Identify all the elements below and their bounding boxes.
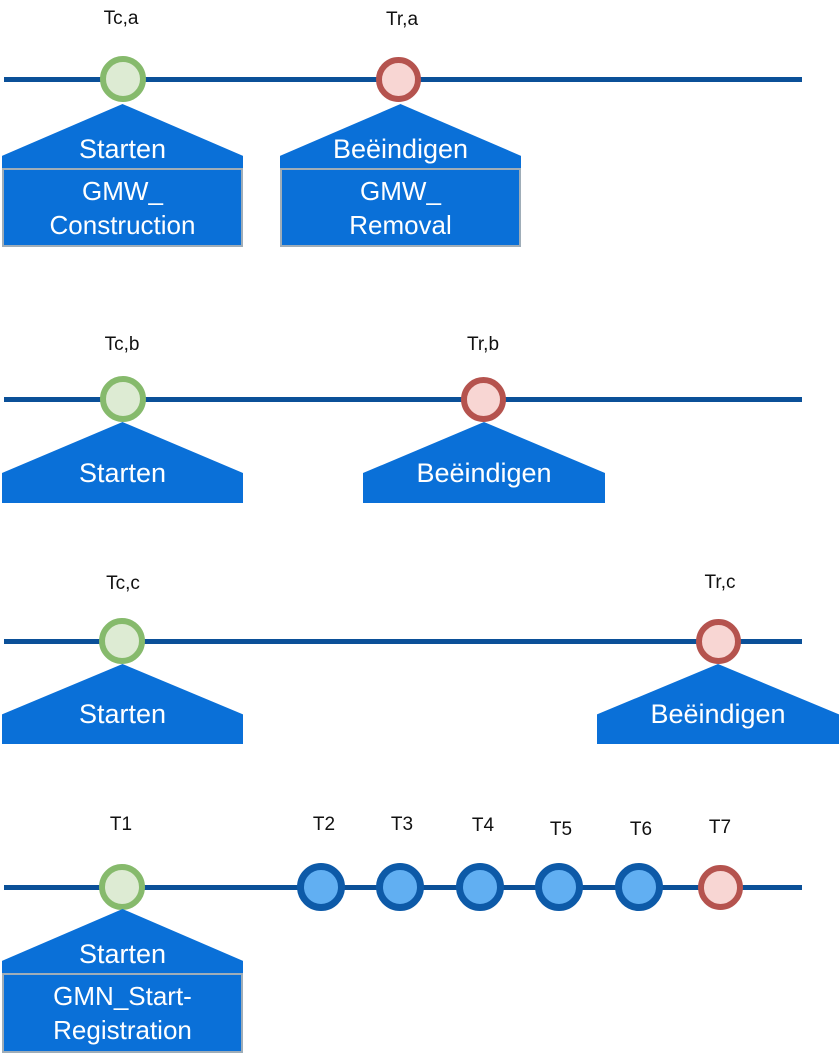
registration-box-construction: GMW_ Construction [2, 168, 243, 247]
registration-box-removal: GMW_ Removal [280, 168, 521, 247]
end-event-marker-tr-a [376, 57, 421, 102]
box-line: Removal [349, 209, 452, 240]
end-event-marker-t7 [698, 865, 743, 910]
action-label: Beëindigen [416, 458, 552, 488]
action-label: Starten [78, 458, 167, 488]
box-line: GMW_ [82, 175, 163, 206]
timeline-b-axis [4, 397, 802, 402]
registration-box-gmn-start: GMN_Start- Registration [2, 973, 243, 1053]
action-label: Starten [78, 134, 167, 164]
time-label-tr-c: Tr,c [704, 572, 736, 593]
end-event-marker-tr-b [461, 377, 506, 422]
mid-event-marker-t3 [376, 863, 424, 911]
time-label-t4: T4 [471, 815, 495, 836]
start-event-marker-t1 [99, 864, 145, 910]
mid-event-marker-t2 [297, 863, 345, 911]
box-line: GMW_ [360, 175, 441, 206]
time-label-t3: T3 [390, 814, 414, 835]
time-label-tr-a: Tr,a [385, 9, 419, 30]
mid-event-marker-t5 [535, 863, 583, 911]
action-callout-starten-d: Starten [2, 909, 243, 973]
start-event-marker-tc-a [100, 56, 146, 102]
mid-event-marker-t4 [456, 863, 504, 911]
box-line: Construction [49, 209, 196, 240]
action-label: Starten [78, 699, 167, 729]
time-label-tr-b: Tr,b [466, 334, 500, 355]
time-label-t5: T5 [549, 819, 573, 840]
time-label-t2: T2 [312, 814, 336, 835]
time-label-t6: T6 [629, 819, 653, 840]
action-label: Beëindigen [332, 134, 469, 164]
box-line: GMN_Start- [53, 981, 192, 1011]
start-event-marker-tc-b [100, 376, 146, 422]
timeline-c-axis [4, 639, 802, 644]
time-label-t7: T7 [708, 817, 732, 838]
action-label: Starten [78, 939, 167, 969]
mid-event-marker-t6 [615, 863, 663, 911]
time-label-tc-b: Tc,b [104, 334, 140, 355]
action-label: Beëindigen [650, 699, 786, 729]
end-event-marker-tr-c [696, 619, 741, 664]
time-label-tc-c: Tc,c [106, 573, 140, 594]
start-event-marker-tc-c [99, 618, 145, 664]
time-label-tc-a: Tc,a [103, 8, 139, 29]
box-line: Registration [53, 1015, 192, 1045]
time-label-t1: T1 [109, 814, 133, 835]
